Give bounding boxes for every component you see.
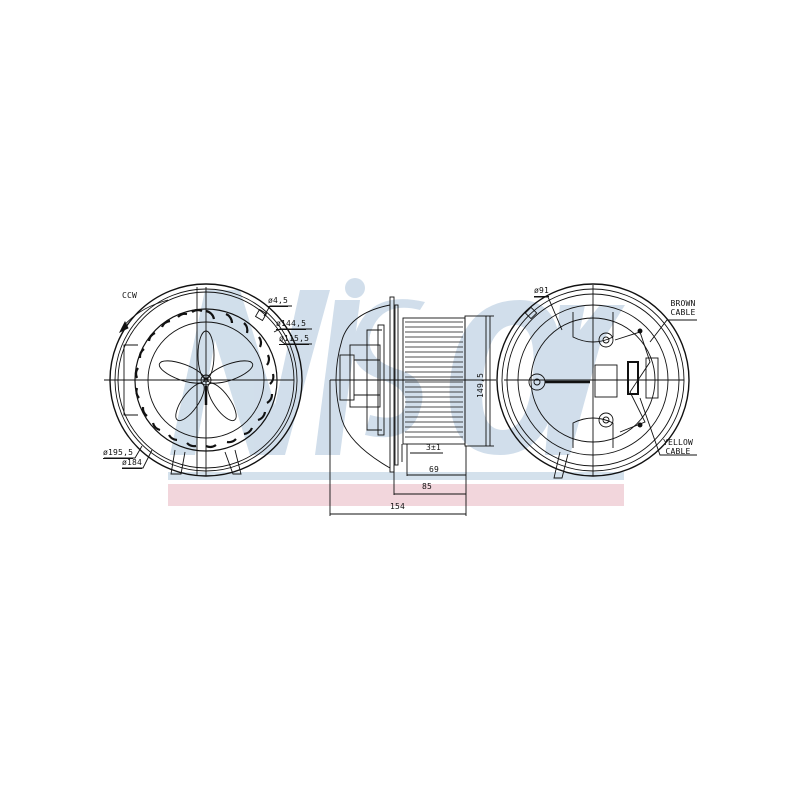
dim-inner-wheel-diameter: ø115,5 — [279, 334, 310, 345]
dim-outer-wheel-diameter: ø144,5 — [276, 319, 307, 330]
watermark-band-pink — [168, 484, 624, 506]
dim-overall-length: 154 — [390, 502, 406, 511]
rear-view — [496, 283, 697, 479]
dim-housing-outer-diameter: ø195,5 — [103, 448, 134, 459]
dim-motor-diameter: ø91 — [534, 286, 550, 297]
rotation-label-ccw: CCW — [122, 291, 138, 300]
dim-gap: 3±1 — [426, 443, 442, 452]
dim-flange-to-end: 85 — [422, 482, 433, 491]
dim-hole-diameter: ø4,5 — [268, 296, 289, 307]
watermark-band-blue — [168, 472, 624, 480]
callout-brown-cable: BROWN CABLE — [666, 300, 700, 317]
callout-yellow-line1: YELLOW — [662, 438, 694, 447]
side-view — [329, 296, 496, 516]
callout-brown-line2: CABLE — [670, 308, 696, 317]
callout-yellow-line2: CABLE — [665, 447, 691, 456]
callout-yellow-cable: YELLOW CABLE — [658, 439, 698, 456]
dim-housing-inner-diameter: ø184 — [122, 458, 143, 469]
dim-height: 149,5 — [476, 372, 485, 398]
dim-wheel-depth: 69 — [429, 465, 440, 474]
watermark-logo — [170, 278, 625, 455]
callout-brown-line1: BROWN — [670, 299, 696, 308]
